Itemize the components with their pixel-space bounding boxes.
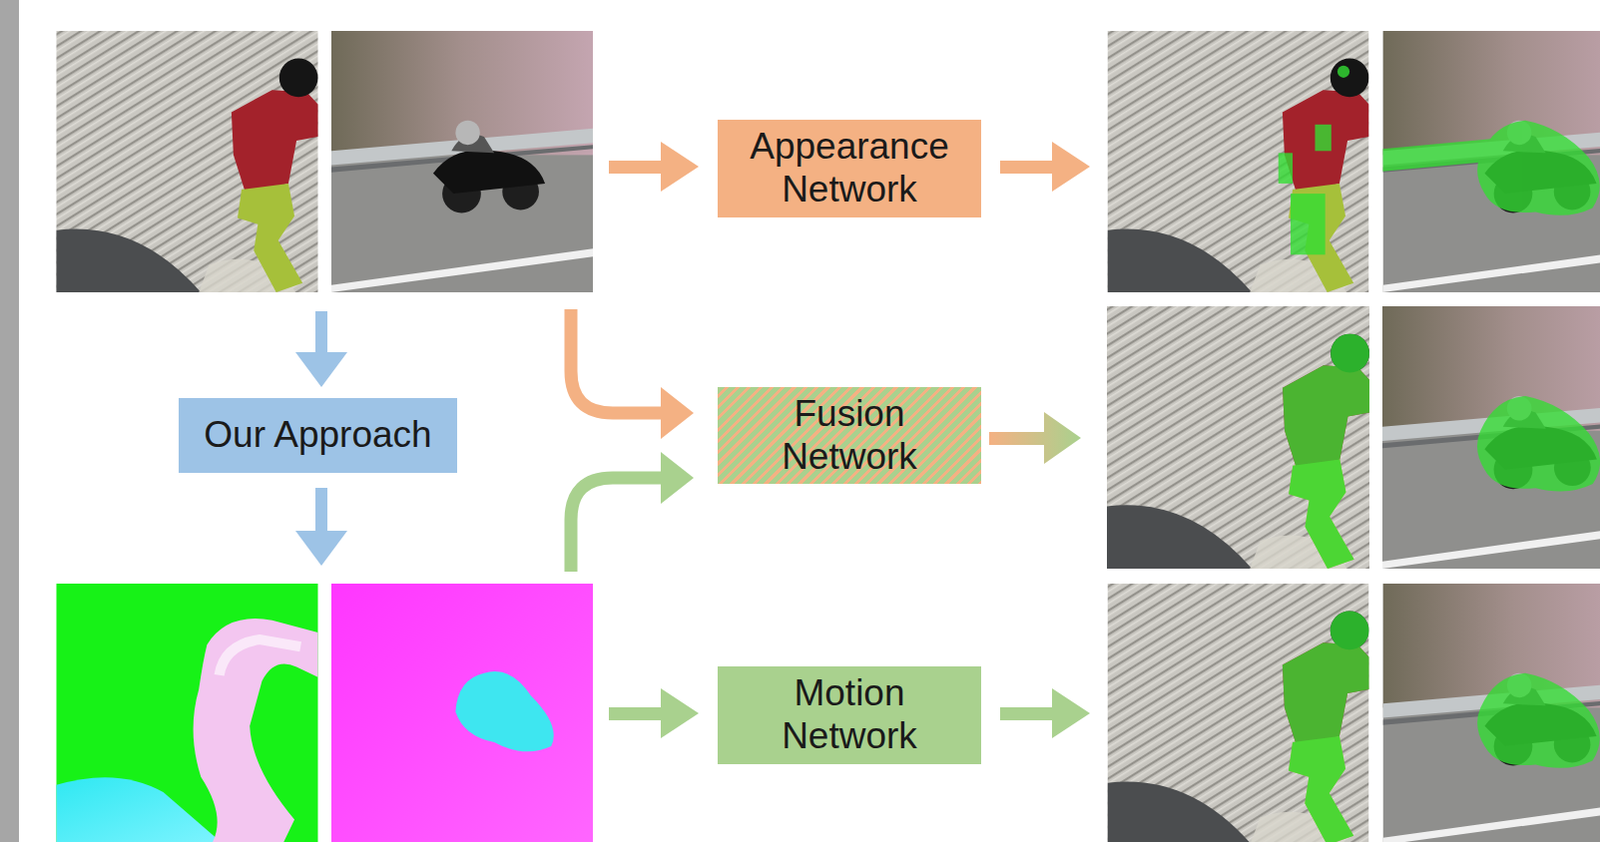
approach-box: Our Approach [178,398,458,474]
result-photo [1107,30,1370,293]
flow-image [56,583,319,842]
result-photo [1383,583,1600,842]
box-label: Our Approach [203,414,432,458]
result-photo [1383,30,1600,293]
result-photo [1382,306,1600,569]
fusion-network-box: Fusion Network [717,387,982,485]
input-photo [56,30,319,293]
result-photo [1106,306,1370,569]
fusion-arrow [989,412,1081,465]
motion-network-box: Motion Network [717,666,982,764]
box-label: Appearance Network [727,125,972,211]
result-photo [1107,583,1370,842]
box-label: Fusion Network [727,393,972,479]
box-label: Motion Network [727,672,972,758]
input-photo [331,30,593,293]
side-strip [0,0,19,842]
appearance-network-box: Appearance Network [717,119,982,217]
flow-image [331,583,593,842]
